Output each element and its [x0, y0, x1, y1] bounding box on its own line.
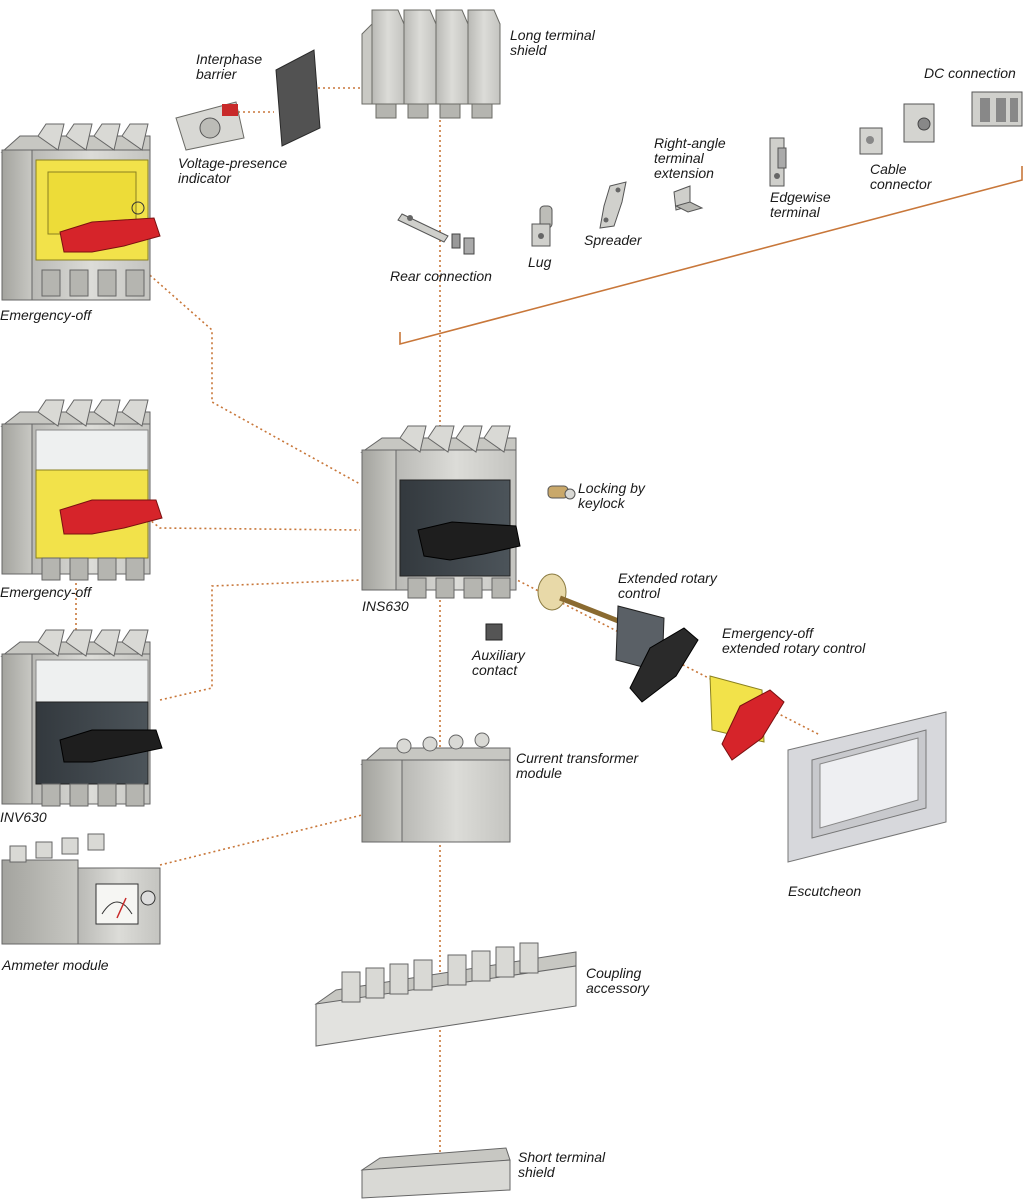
coupling-accessory-image	[314, 942, 577, 1047]
label-line: Escutcheon	[788, 883, 862, 899]
current-transformer-module-image	[360, 732, 511, 843]
label-extended-rotary-control: Extended rotary control	[618, 571, 717, 601]
ins630-breaker-image	[360, 425, 521, 599]
label-line: Rear connection	[390, 268, 492, 284]
bracket-connections	[399, 166, 1023, 346]
label-line: control	[618, 585, 661, 601]
label-spreader: Spreader	[584, 233, 642, 248]
right-angle-extension-image	[673, 185, 704, 213]
label-line: Coupling	[586, 965, 642, 981]
label-right-angle-terminal-extension: Right-angle terminal extension	[654, 136, 726, 181]
label-line: indicator	[178, 170, 231, 186]
label-line: Emergency-off	[0, 584, 92, 600]
leader-ammeter	[159, 814, 363, 866]
leader-emergency-off-2	[139, 511, 361, 531]
lug-image	[531, 205, 553, 247]
label-line: extended rotary control	[722, 640, 866, 656]
voltage-presence-indicator-image	[175, 101, 245, 151]
label-line: Lug	[528, 254, 552, 270]
label-line: keylock	[578, 495, 625, 511]
emergency-off-breaker-1-image	[0, 123, 161, 301]
label-line: Spreader	[584, 232, 642, 248]
label-line: Auxiliary	[472, 647, 525, 663]
label-line: Ammeter module	[2, 957, 109, 973]
label-line: Cable	[870, 161, 907, 177]
label-line: terminal	[770, 204, 820, 220]
inv630-breaker-image	[0, 629, 163, 807]
label-line: connector	[870, 176, 932, 192]
escutcheon-image	[787, 711, 947, 863]
label-line: Long terminal	[510, 27, 595, 43]
label-line: extension	[654, 165, 714, 181]
label-line: Emergency-off	[0, 307, 92, 323]
cable-connector-image	[859, 103, 935, 155]
leader-inv630	[159, 579, 361, 701]
label-emergency-off-2: Emergency-off	[0, 585, 91, 600]
spreader-image	[599, 181, 627, 229]
label-line: accessory	[586, 980, 650, 996]
label-auxiliary-contact: Auxiliary contact	[472, 648, 525, 678]
label-line: Emergency-off	[722, 625, 814, 641]
label-line: terminal	[654, 150, 704, 166]
label-line: Short terminal	[518, 1149, 606, 1165]
label-ins630: INS630	[362, 599, 409, 614]
label-dc-connection: DC connection	[924, 66, 1016, 81]
label-line: shield	[518, 1164, 555, 1180]
label-edgewise-terminal: Edgewise terminal	[770, 190, 831, 220]
rear-connection-image	[397, 213, 475, 255]
label-line: barrier	[196, 66, 237, 82]
long-terminal-shield-image	[361, 9, 501, 119]
emergency-off-rotary-control-image	[709, 675, 785, 761]
label-emergency-off-1: Emergency-off	[0, 308, 91, 323]
dc-connection-image	[971, 91, 1023, 127]
label-line: Right-angle	[654, 135, 726, 151]
leader-emergency-off-1	[134, 261, 361, 485]
label-line: Interphase	[196, 51, 263, 67]
edgewise-terminal-image	[769, 137, 787, 187]
label-rear-connection: Rear connection	[390, 269, 492, 284]
label-ammeter-module: Ammeter module	[2, 958, 109, 973]
label-line: contact	[472, 662, 518, 678]
label-cable-connector: Cable connector	[870, 162, 931, 192]
label-line: module	[516, 765, 562, 781]
label-short-terminal-shield: Short terminal shield	[518, 1150, 605, 1180]
label-interphase-barrier: Interphase barrier	[196, 52, 262, 82]
label-inv630: INV630	[0, 810, 47, 825]
auxiliary-contact-image	[485, 623, 503, 641]
emergency-off-breaker-2-image	[0, 399, 163, 581]
label-current-transformer-module: Current transformer module	[516, 751, 638, 781]
label-line: Voltage-presence	[178, 155, 288, 171]
label-line: shield	[510, 42, 547, 58]
label-line: Edgewise	[770, 189, 831, 205]
label-long-terminal-shield: Long terminal shield	[510, 28, 595, 58]
short-terminal-shield-image	[360, 1147, 511, 1199]
ammeter-module-image	[1, 833, 161, 945]
label-lug: Lug	[528, 255, 551, 270]
interphase-barrier-image	[275, 49, 321, 147]
label-emergency-off-extended-rotary-control: Emergency-off extended rotary control	[722, 626, 865, 656]
label-locking-by-keylock: Locking by keylock	[578, 481, 645, 511]
label-voltage-presence-indicator: Voltage-presence indicator	[178, 156, 287, 186]
keylock-image	[547, 485, 576, 500]
extended-rotary-control-image	[537, 573, 699, 703]
label-coupling-accessory: Coupling accessory	[586, 966, 649, 996]
label-line: INS630	[362, 598, 409, 614]
label-line: Extended rotary	[618, 570, 717, 586]
label-line: DC connection	[924, 65, 1016, 81]
label-line: Locking by	[578, 480, 645, 496]
label-line: INV630	[0, 809, 47, 825]
label-escutcheon: Escutcheon	[788, 884, 861, 899]
label-line: Current transformer	[516, 750, 639, 766]
